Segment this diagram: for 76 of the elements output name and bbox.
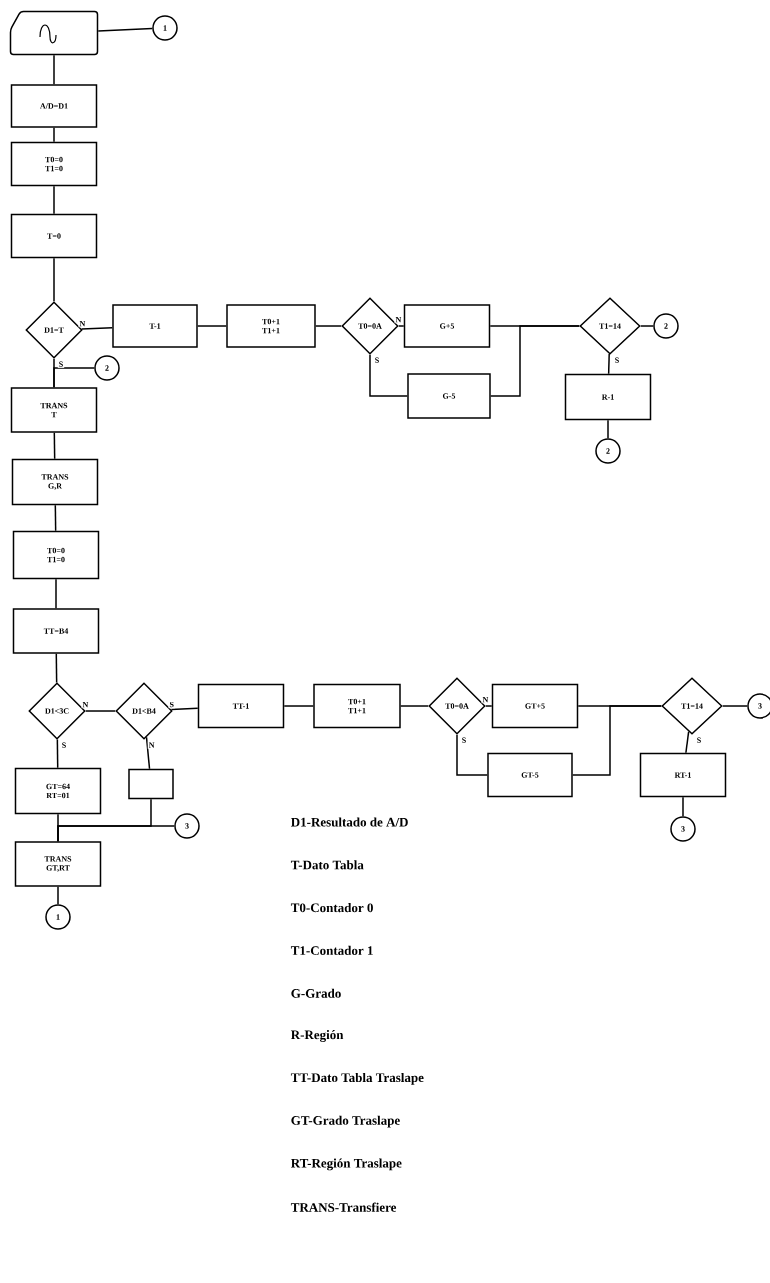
process-box: T=0: [10, 213, 98, 259]
legend-text: T-Dato Tabla: [290, 860, 364, 870]
connector-line: [53, 432, 56, 460]
edge-label: N: [78, 320, 87, 328]
connector-line: [607, 353, 610, 375]
process-box: A/D=D1: [10, 84, 98, 128]
connector-line: [145, 736, 151, 770]
process-box: G+5: [403, 304, 491, 348]
connector-line: [682, 796, 684, 817]
edge-label: S: [460, 736, 468, 744]
edge-label: S: [57, 360, 65, 368]
process-box: T0=0 T1=0: [12, 530, 100, 580]
connector-line: [685, 730, 690, 754]
connector-line: [97, 27, 153, 32]
legend-text: G-Grado: [291, 988, 341, 998]
connector-line: [80, 326, 113, 330]
connector-line: [369, 354, 408, 397]
connector-line: [197, 325, 227, 327]
connector-line: [485, 705, 493, 707]
process-box: G-5: [407, 373, 491, 419]
process-box: T0+1 T1+1: [313, 683, 401, 729]
connector-line: [57, 886, 59, 905]
edge-label: N: [394, 316, 403, 324]
process-box: GT+5: [491, 683, 579, 729]
connector-line: [607, 419, 609, 439]
process-box: GT=64 RT=01: [14, 767, 102, 815]
process-box: TRANS T: [10, 387, 98, 433]
connector-line: [400, 705, 429, 707]
legend-text: R-Región: [290, 1030, 344, 1042]
connector-line: [283, 705, 314, 707]
card-symbol: [9, 10, 99, 56]
process-box: TRANS G,R: [11, 458, 99, 506]
edge-label: N: [81, 701, 90, 709]
edge-label: S: [613, 356, 621, 364]
process-box: GT-5: [487, 752, 573, 798]
process-box: RT-1: [639, 752, 727, 798]
connector-line: [85, 710, 116, 712]
process-box: T0=0 T1=0: [10, 141, 98, 187]
legend-text: T1-Contador 1: [290, 945, 373, 955]
legend-text: TT-Dato Tabla Traslape: [290, 1072, 424, 1085]
connector-line: [572, 705, 662, 776]
process-box: TT-1: [197, 683, 285, 729]
connector-line: [53, 54, 55, 85]
connector-line: [53, 127, 55, 143]
connector-line: [57, 825, 175, 842]
legend-text: T0-Contador 0: [290, 903, 373, 913]
connector-line: [53, 257, 55, 302]
connector-line: [53, 185, 55, 215]
connector-line: [398, 325, 405, 327]
process-box: TT=B4: [12, 608, 100, 654]
connector-line: [490, 325, 580, 397]
process-box: TRANS GT,RT: [14, 841, 102, 887]
connector-line: [640, 325, 654, 327]
legend-text: TRANS-Transfiere: [290, 1202, 397, 1212]
edge-label: N: [147, 741, 156, 749]
process-box: T0+1 T1+1: [226, 304, 316, 348]
connector-line: [315, 325, 342, 327]
edge-label: S: [168, 700, 175, 709]
connector-line: [722, 705, 748, 707]
edge-label: S: [695, 736, 703, 744]
connector-line: [55, 578, 57, 609]
connector-line: [56, 738, 59, 769]
edge-label: N: [481, 696, 490, 704]
process-box: R-1: [564, 373, 652, 421]
edge-label: S: [60, 741, 68, 749]
connector-line: [456, 734, 488, 776]
connector-line: [55, 653, 58, 684]
process-box: T-1: [112, 304, 198, 348]
edge-label: S: [373, 356, 381, 364]
process-box: [128, 768, 174, 800]
legend-text: RT-Región Traslape: [290, 1158, 402, 1171]
connector-line: [53, 367, 95, 388]
connector-line: [170, 707, 199, 711]
connector-line: [54, 504, 57, 532]
legend-text: D1-Resultado de A/D: [291, 817, 408, 827]
legend-text: GT-Grado Traslape: [291, 1115, 400, 1128]
